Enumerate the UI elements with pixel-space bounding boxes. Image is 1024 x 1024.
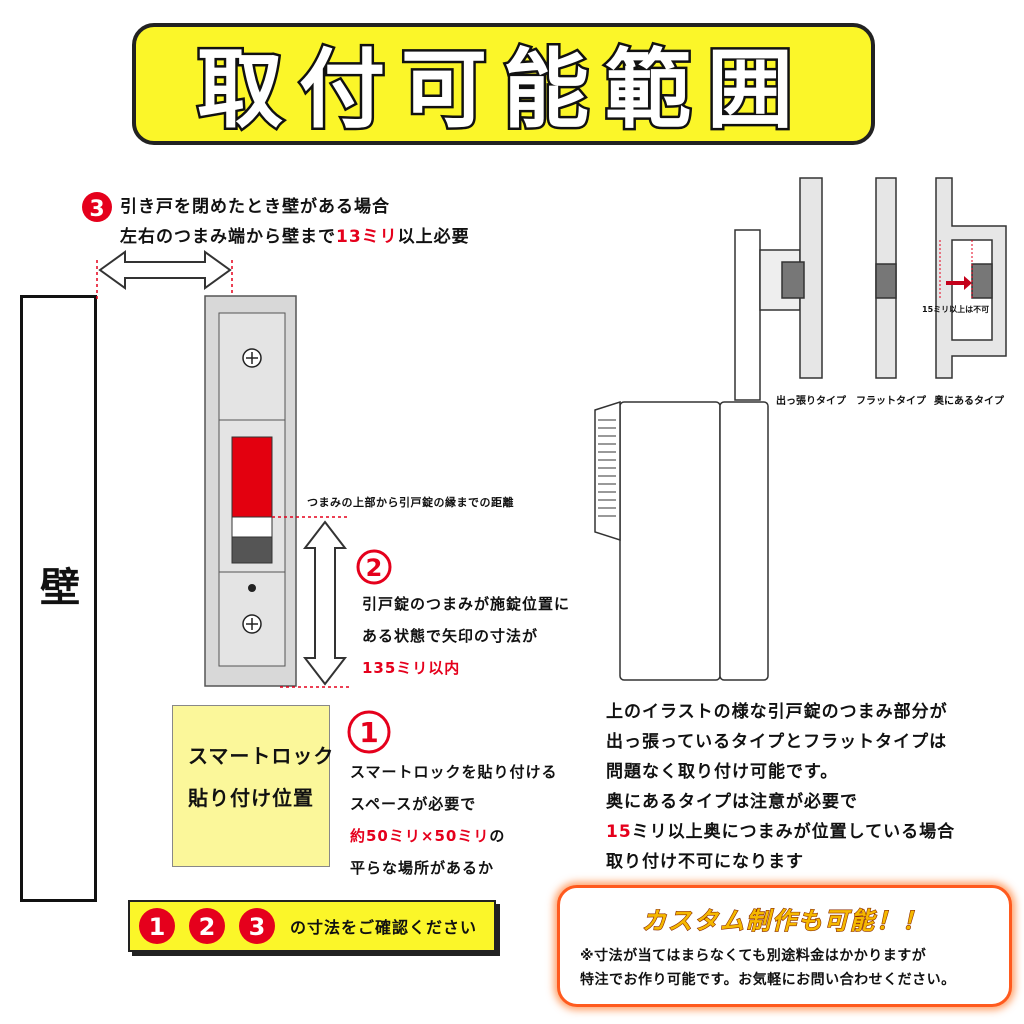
type-protruding-label: 出っ張りタイプ	[776, 396, 846, 407]
flat-type-icon	[875, 177, 897, 379]
item2-text: 引戸錠のつまみが施錠位置に ある状態で矢印の寸法が 135ミリ以内	[362, 588, 570, 684]
item3-line2: 左右のつまみ端から壁まで13ミリ以上必要	[120, 227, 470, 247]
height-arrow	[302, 520, 348, 686]
svg-text:1: 1	[359, 716, 378, 749]
svg-text:3: 3	[249, 913, 266, 941]
custom-line2: 特注でお作り可能です。お気軽にお問い合わせください。	[580, 972, 956, 988]
title-banner	[132, 23, 875, 145]
recessed-note: 15ミリ以上は不可	[922, 305, 990, 314]
item2-line3: 135ミリ以内	[362, 659, 461, 677]
custom-heading: カスタム制作も可能！！	[642, 907, 928, 935]
description-line4: 奥にあるタイプは注意が必要で	[606, 792, 858, 812]
description-line1: 上のイラストの様な引戸錠のつまみ部分が	[606, 702, 948, 722]
width-arrow	[98, 250, 232, 290]
item3-text: 引き戸を閉めたとき壁がある場合 左右のつまみ端から壁まで13ミリ以上必要	[120, 192, 470, 252]
item2-line2: ある状態で矢印の寸法が	[362, 627, 539, 645]
number-1-badge: 1	[347, 710, 391, 754]
number-3-badge: 3	[82, 192, 112, 222]
sticky-text: スマートロック 貼り付け位置	[188, 735, 334, 819]
knob-red	[231, 436, 273, 518]
title-graphic: 取付可能範囲	[195, 38, 809, 143]
confirm-text: の寸法をご確認ください	[290, 918, 478, 937]
sticky-line2: 貼り付け位置	[188, 786, 314, 810]
custom-order-box	[557, 885, 1012, 1007]
type-flat-label: フラットタイプ	[856, 396, 926, 407]
item1-text: スマートロックを貼り付ける スペースが必要で 約50ミリ×50ミリの 平らな場所…	[350, 756, 558, 884]
description-line3: 問題なく取り付け可能です。	[606, 762, 839, 782]
wall	[20, 295, 97, 902]
item2-line1: 引戸錠のつまみが施錠位置に	[362, 595, 571, 613]
svg-text:2: 2	[199, 913, 216, 941]
screw-bottom-icon	[242, 614, 262, 634]
item1-line2: スペースが必要で	[350, 795, 477, 813]
description-line5: 15ミリ以上奥につまみが位置している場合	[606, 822, 956, 842]
keyhole-dot-icon	[248, 584, 256, 592]
custom-heading-graphic: カスタム制作も可能！！	[641, 906, 928, 935]
wall-label: 壁	[40, 565, 80, 611]
sticky-line1: スマートロック	[188, 744, 335, 768]
svg-text:1: 1	[149, 913, 166, 941]
page-title: 取付可能範囲	[197, 40, 809, 140]
knob-distance-caption: つまみの上部から引戸錠の縁までの距離	[307, 496, 514, 509]
screw-top-icon	[242, 348, 262, 368]
custom-text: ※寸法が当てはまらなくても別途料金はかかりますが 特注でお作り可能です。お気軽に…	[580, 944, 956, 992]
recessed-type-icon	[935, 177, 1007, 379]
custom-line1: ※寸法が当てはまらなくても別途料金はかかりますが	[580, 948, 927, 964]
item3-line1: 引き戸を閉めたとき壁がある場合	[120, 197, 390, 217]
svg-text:3: 3	[89, 197, 104, 222]
grip-lines	[598, 419, 616, 517]
side-view-lock	[594, 177, 823, 681]
description-line6: 取り付け不可になります	[606, 852, 804, 872]
item1-line3: 約50ミリ×50ミリの	[350, 827, 506, 845]
recess-arrow-icon	[946, 276, 972, 290]
item1-line1: スマートロックを貼り付ける	[350, 763, 558, 781]
smartlock-position-note	[172, 705, 330, 867]
confirm-numbers: 1 2 3	[139, 908, 275, 944]
svg-text:2: 2	[366, 554, 383, 582]
item1-line4: 平らな場所があるか	[350, 859, 495, 877]
description-line2: 出っ張っているタイプとフラットタイプは	[606, 732, 948, 752]
number-2-badge: 2	[356, 549, 392, 585]
description-text: 上のイラストの様な引戸錠のつまみ部分が 出っ張っているタイプとフラットタイプは …	[606, 697, 955, 877]
type-recessed-label: 奥にあるタイプ	[934, 396, 1004, 407]
